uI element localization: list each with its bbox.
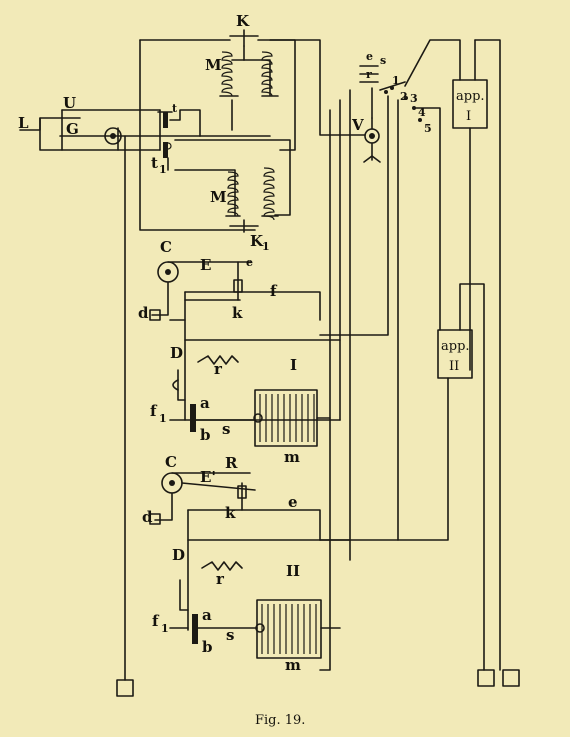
appII-line1: app. [441,339,470,354]
relay-I [149,261,341,447]
label-n2: 2 [400,90,408,103]
switch-V [319,39,461,671]
figure-caption: Fig. 19. [255,713,305,728]
top-wiring [139,29,366,233]
relayII-label-b: b [202,638,213,656]
appI-line1: app. [456,89,485,104]
relayI-label-a: a [200,394,210,412]
relayI-label-d: d [138,304,149,322]
label-n5: 5 [424,122,432,135]
label-n3: 3 [410,92,418,105]
label-e: e [366,50,373,63]
upper-magnet-coils [219,51,279,97]
label-M-bottom: M [210,188,227,206]
relayI-label-C: C [160,238,172,256]
relayI-label-e: e [246,256,253,269]
label-n1: 1 [392,74,400,87]
relayI-label-s: s [222,420,230,438]
label-L: L [18,114,29,132]
relay-II [149,472,351,659]
appI-line2: I [466,109,471,124]
relayII-label-a: a [202,606,212,624]
label-K1-sub: 1 [262,240,270,253]
relayI-label-m: m [284,448,300,466]
relayII-label-D: D [172,546,185,564]
relayI-label-E: E [200,256,211,274]
relayII-label-f1: f [152,612,160,630]
relayII-label-k: k [225,504,236,522]
lower-magnet-coils [225,167,279,221]
apparatus-boxes [116,39,520,697]
relayI-label-f1-sub: 1 [159,412,167,425]
relayII-label-r: r [216,570,225,588]
relayII-label-s: s [226,626,234,644]
label-M-top: M [205,56,222,74]
relayII-label-m: m [285,656,301,674]
appII-line2: II [449,359,459,374]
label-G: G [66,120,79,138]
relayI-label-f: f [270,282,278,300]
diagram-labels: K M M K 1 L U G t t 1 V e s r 1 2 3 4 5 … [18,12,485,728]
label-K: K [236,12,250,30]
label-n4: 4 [418,106,426,119]
label-t1: t [151,154,158,172]
label-r: r [366,68,372,81]
relayII-label-d: d [142,508,153,526]
relayII-label-C: C [165,453,177,471]
relayI-label-I: I [290,356,297,374]
relayII-label-e: e [288,493,298,511]
label-s: s [380,54,386,67]
relayI-label-b: b [200,426,211,444]
label-U: U [63,94,76,112]
label-t: t [172,102,178,115]
label-t1-sub: 1 [159,163,167,176]
label-V: V [351,116,364,134]
relayI-label-r: r [214,360,223,378]
relayII-label-f1-sub: 1 [161,622,169,635]
relayII-label-II: II [286,562,300,580]
relayI-label-k: k [232,304,243,322]
relayI-label-f1: f [150,402,158,420]
label-K1: K [250,232,264,250]
relayII-label-E: E' [200,468,216,486]
relayII-label-R: R [225,454,238,472]
line-switch-UG [19,109,271,681]
relayI-label-D: D [170,344,183,362]
